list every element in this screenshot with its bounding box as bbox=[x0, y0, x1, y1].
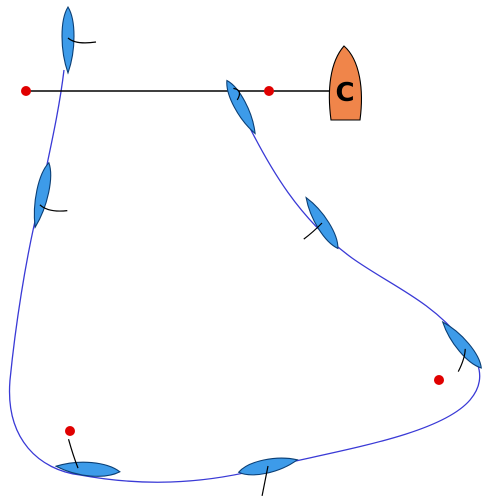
sailboat-icon bbox=[61, 5, 97, 75]
left-course-mark bbox=[65, 426, 75, 436]
sailboat-icon bbox=[441, 320, 482, 372]
start-line-pin-mark bbox=[21, 86, 31, 96]
sailboat-icon bbox=[33, 161, 68, 229]
course-path bbox=[8, 69, 481, 483]
right-course-mark bbox=[434, 375, 444, 385]
sailboat-icon bbox=[237, 457, 299, 496]
sailboat-icon bbox=[54, 439, 121, 477]
sailboat-icon bbox=[226, 79, 256, 135]
sailboat-icon bbox=[303, 196, 339, 250]
committee-boat-letter: C bbox=[335, 78, 354, 108]
start-line-inner-mark bbox=[264, 86, 274, 96]
committee-boat-icon: C bbox=[328, 45, 362, 121]
